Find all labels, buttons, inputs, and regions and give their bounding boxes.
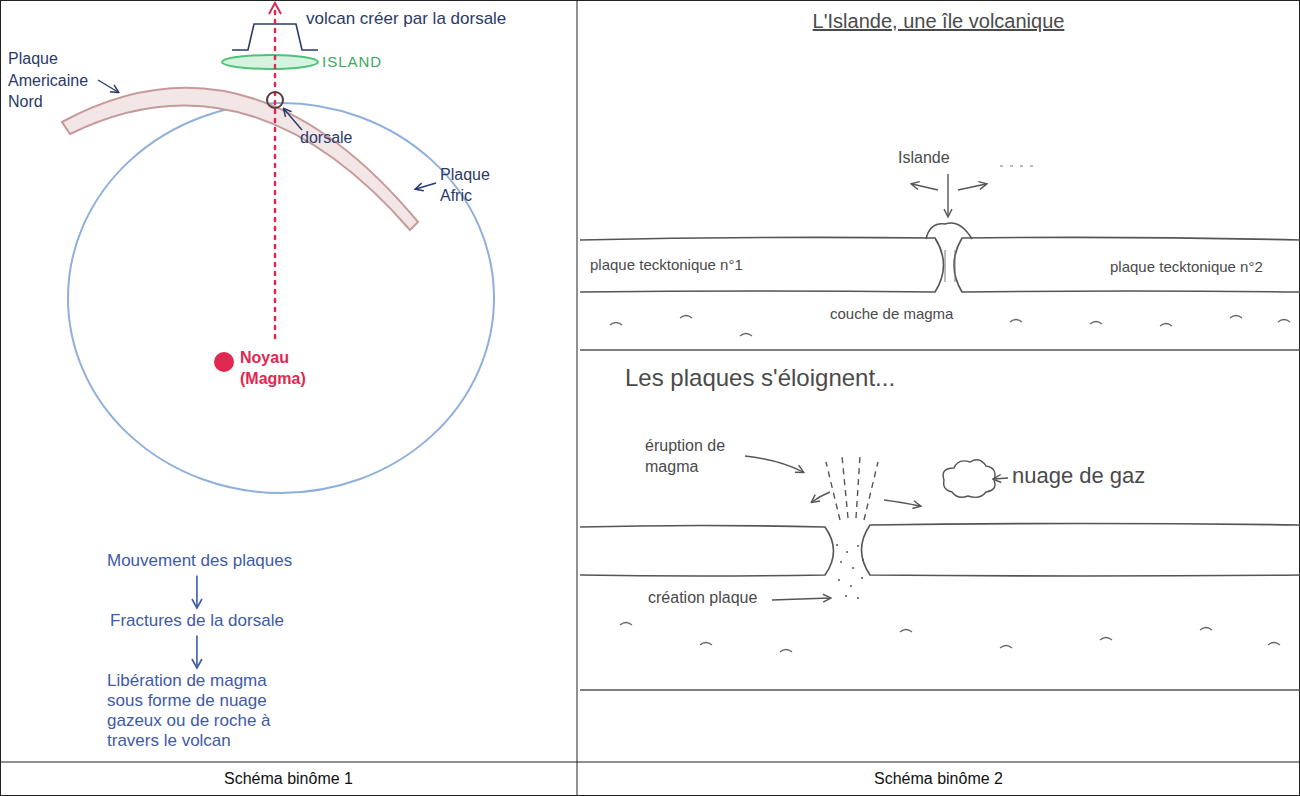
magma-ticks (620, 623, 1280, 653)
flow-text: Libération de magma sous forme de nuage … (107, 671, 297, 751)
crust-band (62, 88, 418, 230)
gas-label: nuage de gaz (1012, 462, 1145, 491)
new-plate-dots (836, 545, 864, 598)
eruption-lines (826, 456, 878, 520)
plate-label: plaque tecktonique n°1 (590, 255, 743, 275)
leader-arrow (745, 456, 803, 472)
flow-step: Fractures de la dorsale (108, 610, 286, 632)
spread-arrow (912, 184, 938, 190)
leader-arrow (284, 109, 302, 130)
flow-step: Libération de magma sous forme de nuage … (105, 670, 299, 752)
column-divider (577, 0, 578, 796)
magma-layer-bottom (580, 689, 1300, 691)
flow-text: Mouvement des plaques (107, 551, 292, 571)
plate-label: plaque tecktonique n°2 (1110, 257, 1263, 277)
eruption-label: éruption de magma (645, 436, 749, 478)
tectonic-plate (580, 237, 944, 292)
island-ellipse (222, 55, 318, 69)
layer-label: couche de magma (830, 304, 953, 324)
tectonic-plate (580, 526, 834, 577)
flow-text: Fractures de la dorsale (110, 611, 284, 631)
spread-arrow (884, 500, 920, 506)
volcano-label: volcan créer par la dorsale (306, 8, 506, 30)
plate-label: Plaque Afric (440, 165, 502, 207)
island-label: ISLAND (322, 52, 382, 72)
step-note: Les plaques s'éloignent... (625, 362, 895, 393)
tectonic-plate (954, 237, 1300, 292)
magma-path (274, 8, 277, 338)
flow-step: Mouvement des plaques (105, 550, 294, 572)
island-bump (926, 223, 972, 239)
panel-caption: Schéma binôme 1 (0, 769, 577, 790)
spread-arrow (958, 184, 986, 190)
island-label: Islande (898, 148, 950, 169)
rift-lines (945, 250, 955, 282)
leader-arrow (98, 80, 118, 92)
ridge-label: dorsale (300, 128, 352, 149)
dots (1000, 165, 1033, 166)
panel-title: L'Islande, une île volcanique (577, 8, 1300, 34)
panel-caption: Schéma binôme 2 (577, 769, 1300, 790)
plate-creation-label: création plaque (648, 588, 757, 609)
core-dot (214, 352, 234, 372)
pointer-arrow (947, 174, 948, 216)
flow-arrow (196, 575, 198, 607)
earth-circle (68, 103, 494, 493)
flow-arrow (196, 635, 198, 667)
core-label: Noyau (Magma) (240, 348, 326, 390)
spread-arrow (812, 492, 830, 502)
tectonic-plate (862, 524, 1300, 577)
leader-arrow (994, 478, 1008, 479)
leader-arrow (416, 183, 436, 189)
magma-layer-bottom (580, 349, 1300, 351)
gas-cloud (943, 460, 995, 498)
leader-arrow (772, 598, 830, 600)
plate-label: Plaque Americaine Nord (8, 48, 100, 113)
dorsale-circle (267, 92, 283, 108)
row-divider (0, 762, 1300, 763)
